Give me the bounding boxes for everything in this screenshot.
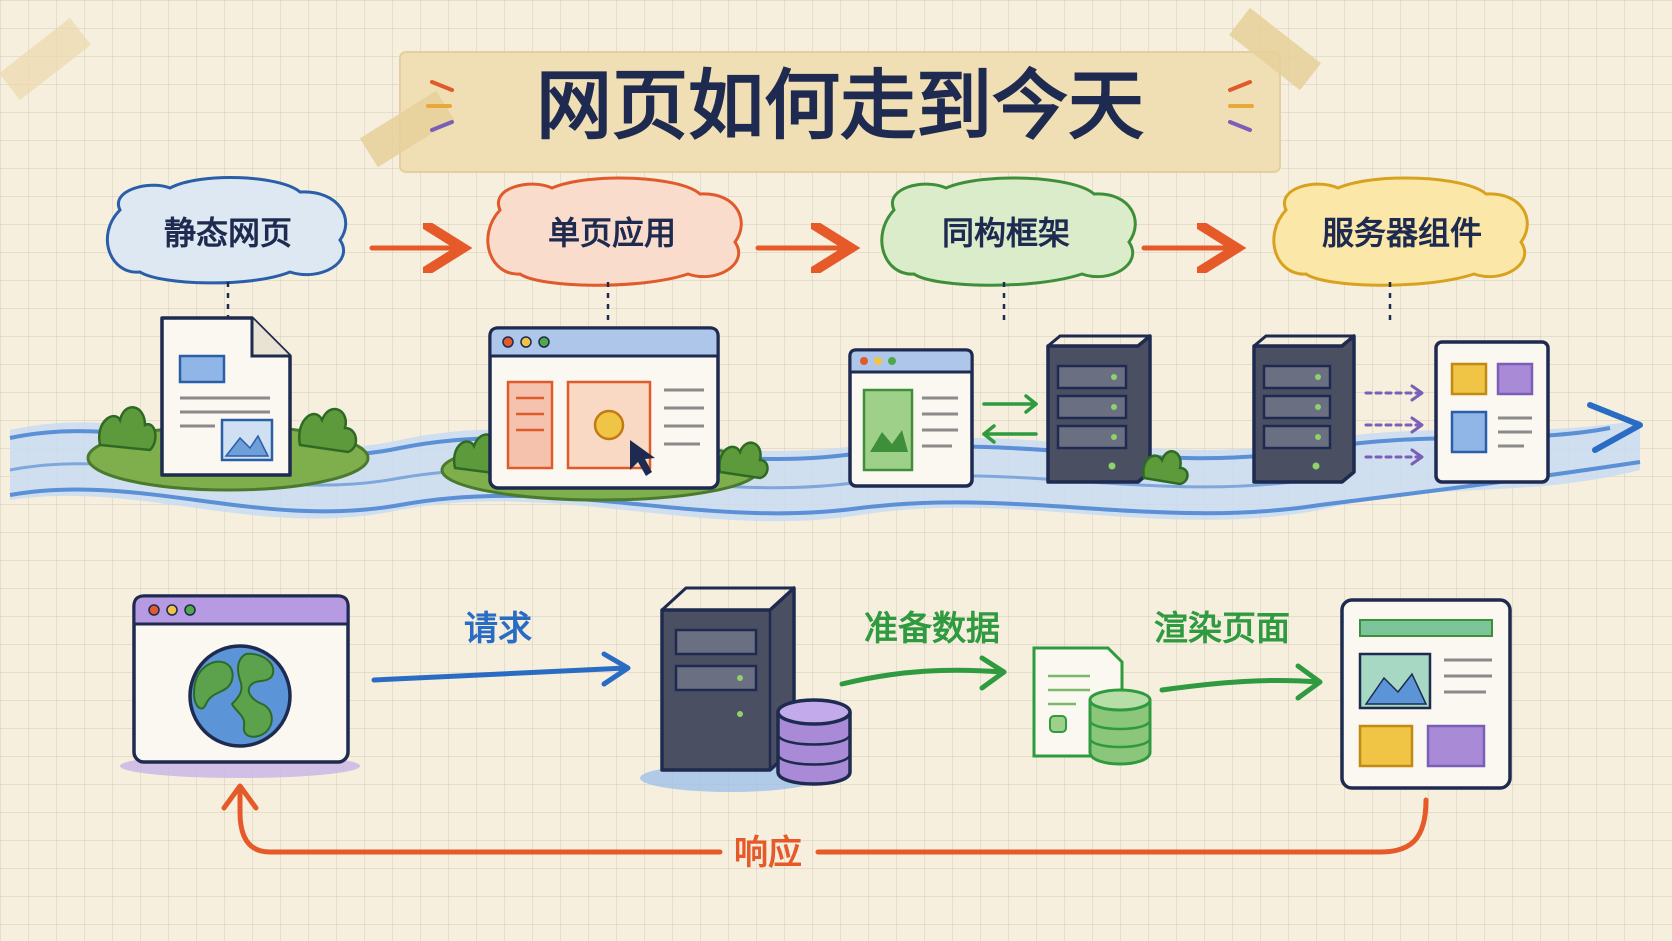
stream-arrows-icon bbox=[1364, 391, 1422, 459]
era-static: 静态网页 bbox=[86, 176, 370, 492]
prepare-arrow bbox=[839, 667, 1005, 687]
era-spa: 单页应用 bbox=[440, 176, 769, 502]
bush-icon bbox=[297, 407, 358, 454]
title-banner: 网页如何走到今天 bbox=[0, 7, 1321, 173]
rendered-page-icon bbox=[1340, 598, 1512, 790]
cursor-icon bbox=[630, 440, 655, 476]
database-icon bbox=[776, 698, 852, 786]
response-arrow bbox=[815, 797, 1429, 855]
server-icon bbox=[1252, 334, 1356, 484]
render-label: 渲染页面 bbox=[1154, 609, 1290, 649]
render-arrow bbox=[1159, 677, 1321, 693]
era-label-server-components: 服务器组件 bbox=[1322, 214, 1482, 252]
page-title: 网页如何走到今天 bbox=[536, 61, 1144, 150]
era-bubble-static bbox=[105, 176, 348, 285]
bush-icon bbox=[718, 441, 769, 480]
flow-server bbox=[640, 586, 852, 792]
request-arrow bbox=[371, 665, 629, 683]
era-label-isomorphic: 同构框架 bbox=[942, 214, 1070, 252]
response-label: 响应 bbox=[734, 833, 802, 873]
prepare-label: 准备数据 bbox=[864, 609, 1000, 649]
browser-window-icon bbox=[848, 348, 974, 488]
server-icon bbox=[1046, 334, 1152, 484]
era-bubble-spa bbox=[486, 176, 743, 287]
tape-right bbox=[1229, 7, 1321, 91]
tape-corner bbox=[0, 17, 91, 101]
document-icon bbox=[160, 316, 292, 477]
tape-left bbox=[359, 90, 455, 168]
globe-icon bbox=[188, 644, 292, 748]
flow-browser bbox=[120, 594, 360, 778]
era-isomorphic: 同构框架 bbox=[848, 176, 1189, 488]
data-document-icon bbox=[1032, 646, 1152, 766]
era-bubble-isomorphic bbox=[880, 176, 1137, 287]
river-arrow-icon bbox=[1587, 402, 1643, 453]
era-server-components: 服务器组件 bbox=[1252, 176, 1550, 484]
component-grid-icon bbox=[1434, 340, 1550, 484]
bush-icon bbox=[97, 406, 157, 452]
era-label-spa: 单页应用 bbox=[548, 214, 676, 252]
sparkle-right-icon bbox=[1228, 80, 1254, 132]
sparkle-left-icon bbox=[426, 80, 454, 132]
sync-arrows-icon bbox=[982, 394, 1038, 444]
browser-window-icon bbox=[488, 326, 720, 490]
era-bubble-server-components bbox=[1272, 176, 1529, 287]
bush-icon bbox=[1142, 450, 1189, 486]
era-label-static: 静态网页 bbox=[164, 214, 292, 252]
request-label: 请求 bbox=[464, 609, 532, 649]
